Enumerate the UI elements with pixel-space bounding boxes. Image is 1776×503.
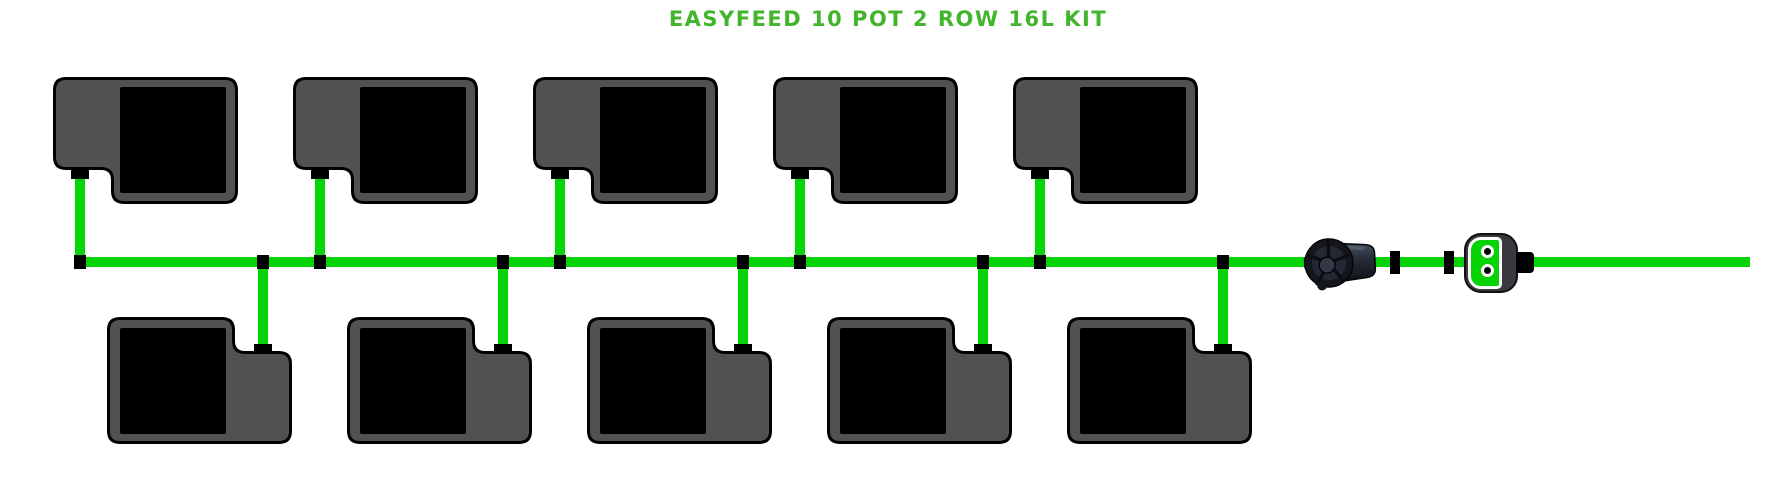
pot-16l-top-1 (53, 77, 238, 204)
tube-fitting (71, 170, 89, 179)
pot-feed-tube (978, 262, 988, 358)
valve-port-top (1481, 245, 1494, 258)
pot-16l-top-2 (293, 77, 478, 204)
pot-feed-tube (555, 164, 565, 262)
pot-feed-tube (258, 262, 268, 358)
pot-16l-bottom-4 (827, 317, 1012, 444)
pot-16l-top-4 (773, 77, 958, 204)
tee-connector (1217, 255, 1229, 269)
tube-fitting (1390, 251, 1400, 274)
tube-fitting (974, 344, 992, 353)
tee-connector (257, 255, 269, 269)
tee-connector (794, 255, 806, 269)
tube-fitting (551, 170, 569, 179)
tube-fitting (311, 170, 329, 179)
pot-16l-top-3 (533, 77, 718, 204)
tube-fitting (254, 344, 272, 353)
tube-fitting (1214, 344, 1232, 353)
pump-icon (1303, 238, 1377, 291)
pot-feed-tube (738, 262, 748, 358)
easyfeed-valve-icon (1464, 233, 1518, 293)
tee-connector (554, 255, 566, 269)
tube-fitting (734, 344, 752, 353)
tube-fitting (1444, 251, 1454, 274)
tee-connector (1034, 255, 1046, 269)
tee-connector (737, 255, 749, 269)
pot-16l-top-5 (1013, 77, 1198, 204)
pot-feed-tube (315, 164, 325, 262)
pot-16l-bottom-2 (347, 317, 532, 444)
tube-fitting (1031, 170, 1049, 179)
tube-fitting (494, 344, 512, 353)
valve-port-bottom (1481, 264, 1494, 277)
pot-feed-tube (498, 262, 508, 358)
tube-fitting (791, 170, 809, 179)
pot-16l-bottom-5 (1067, 317, 1252, 444)
tee-connector (314, 255, 326, 269)
tee-connector (977, 255, 989, 269)
tee-connector (497, 255, 509, 269)
diagram-title: EASYFEED 10 POT 2 ROW 16L KIT (668, 7, 1108, 31)
pot-feed-tube (1218, 262, 1228, 358)
pot-feed-tube (75, 164, 85, 262)
pot-16l-bottom-3 (587, 317, 772, 444)
pot-feed-tube (1035, 164, 1045, 262)
pot-feed-tube (795, 164, 805, 262)
tee-connector (74, 255, 86, 269)
main-feed-tube (74, 257, 1750, 267)
pot-16l-bottom-1 (107, 317, 292, 444)
valve-outlet-fitting (1516, 252, 1534, 273)
